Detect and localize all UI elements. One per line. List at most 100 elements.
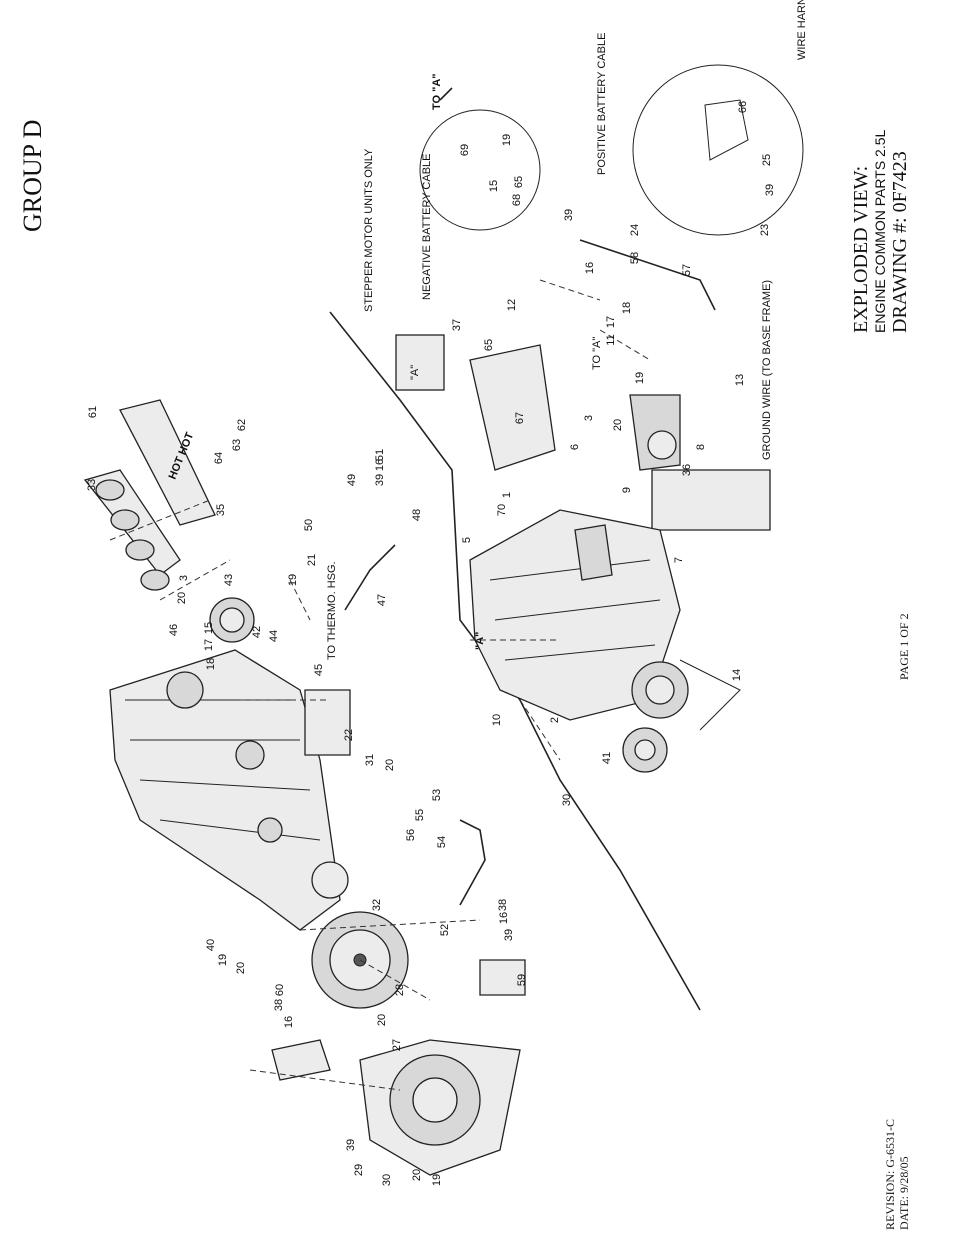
- part-number-29: 29: [353, 1164, 365, 1176]
- part-number-18: 18: [621, 302, 633, 314]
- cover-59: [479, 959, 526, 996]
- part-number-37: 37: [451, 319, 463, 331]
- part-number-18: 18: [205, 658, 217, 670]
- part-number-20: 20: [411, 1169, 423, 1181]
- part-number-61: 61: [87, 406, 99, 418]
- part-number-12: 12: [506, 299, 518, 311]
- part-number-15: 15: [488, 180, 500, 192]
- to-thermo-label: TO THERMO. HSG.: [326, 561, 338, 660]
- part-number-3: 3: [178, 575, 190, 581]
- alternator: [209, 597, 255, 643]
- part-number-40: 40: [205, 939, 217, 951]
- part-number-42: 42: [251, 626, 263, 638]
- bellhousing: [359, 1039, 521, 1176]
- part-number-13: 13: [734, 374, 746, 386]
- part-number-43: 43: [223, 574, 235, 586]
- part-number-20: 20: [384, 759, 396, 771]
- part-number-39: 39: [503, 929, 515, 941]
- part-number-65: 65: [483, 339, 495, 351]
- part-number-25: 25: [761, 154, 773, 166]
- hose-47: [344, 544, 396, 611]
- to-a-arrow: [439, 87, 453, 101]
- part-number-5: 5: [461, 537, 473, 543]
- cable-58: [579, 239, 716, 311]
- part-number-19: 19: [217, 954, 229, 966]
- part-number-31: 31: [364, 754, 376, 766]
- part-number-55: 55: [414, 809, 426, 821]
- engine-block-right: [469, 509, 741, 773]
- part-number-39: 39: [563, 209, 575, 221]
- part-number-57: 57: [681, 264, 693, 276]
- to-a-callout: TO "A": [431, 73, 443, 110]
- part-number-11: 11: [605, 334, 617, 345]
- part-number-17: 17: [203, 639, 215, 651]
- hose-52: [459, 819, 486, 906]
- part-number-2: 2: [549, 717, 561, 723]
- part-number-41: 41: [601, 752, 613, 764]
- part-number-30: 30: [381, 1174, 393, 1186]
- part-number-58: 58: [629, 252, 641, 264]
- part-number-70: 70: [496, 504, 508, 516]
- stepper-inset: [395, 334, 445, 391]
- part-number-56: 56: [405, 829, 417, 841]
- bracket-22-upper: [304, 689, 351, 756]
- part-number-30: 30: [561, 794, 573, 806]
- part-number-8: 8: [695, 444, 707, 450]
- part-number-20: 20: [376, 1014, 388, 1026]
- stepper-label: STEPPER MOTOR UNITS ONLY: [363, 148, 375, 312]
- positive-cable-label: POSITIVE BATTERY CABLE: [596, 33, 608, 175]
- part-number-63: 63: [231, 439, 243, 451]
- part-number-54: 54: [436, 836, 448, 848]
- part-number-64: 64: [213, 452, 225, 464]
- part-number-17: 17: [605, 316, 617, 328]
- solenoid: [704, 99, 749, 161]
- part-number-27: 27: [391, 1039, 403, 1051]
- part-number-20: 20: [176, 592, 188, 604]
- to-a-small-label: TO "A": [591, 337, 603, 370]
- part-number-38: 38: [273, 999, 285, 1011]
- part-number-69: 69: [459, 144, 471, 156]
- part-number-38: 38: [497, 899, 509, 911]
- part-number-19: 19: [634, 372, 646, 384]
- part-number-19: 19: [287, 574, 299, 586]
- part-number-48: 48: [411, 509, 423, 521]
- part-number-23: 23: [759, 224, 771, 236]
- intake-manifold: [469, 344, 556, 471]
- part-number-1: 1: [501, 492, 513, 498]
- a-engine-label: "A": [474, 632, 486, 650]
- starter: [629, 394, 681, 471]
- part-number-28: 28: [394, 984, 406, 996]
- part-number-14: 14: [731, 669, 743, 681]
- part-number-21: 21: [306, 554, 318, 566]
- part-number-24: 24: [629, 224, 641, 236]
- part-number-16: 16: [584, 262, 596, 274]
- part-number-6: 6: [569, 444, 581, 450]
- a-inset-label: "A": [409, 365, 421, 380]
- part-number-10: 10: [491, 714, 503, 726]
- part-number-53: 53: [431, 789, 443, 801]
- exhaust-manifold: [83, 469, 181, 591]
- cover-60: [271, 1039, 331, 1081]
- part-number-46: 46: [168, 624, 180, 636]
- part-number-19: 19: [501, 134, 513, 146]
- engine-block-left: [109, 649, 341, 931]
- part-number-20: 20: [235, 962, 247, 974]
- positive-cable-detail: [632, 64, 804, 236]
- part-number-68: 68: [511, 194, 523, 206]
- part-number-65: 65: [513, 176, 525, 188]
- part-number-35: 35: [215, 504, 227, 516]
- part-number-67: 67: [514, 412, 526, 424]
- part-number-39: 39: [374, 474, 386, 486]
- part-number-9: 9: [621, 487, 633, 493]
- part-number-16: 16: [283, 1016, 295, 1028]
- part-number-36: 36: [681, 464, 693, 476]
- part-number-47: 47: [376, 594, 388, 606]
- negative-cable-label: NEGATIVE BATTERY CABLE: [421, 153, 433, 300]
- part-number-49: 49: [346, 474, 358, 486]
- negative-cable-detail: [419, 109, 541, 231]
- part-number-3: 3: [583, 415, 595, 421]
- part-number-33: 33: [86, 479, 98, 491]
- part-number-20: 20: [612, 419, 624, 431]
